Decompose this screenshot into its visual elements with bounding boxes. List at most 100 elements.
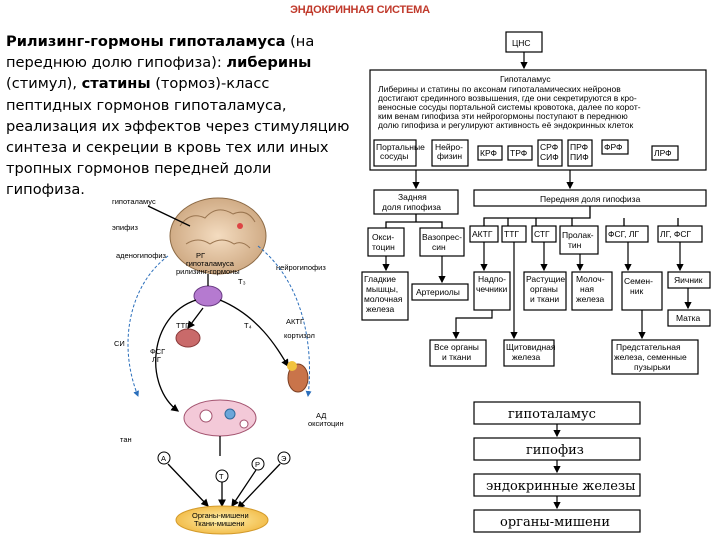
label-neurohypophysis: нейрогипофиз	[276, 263, 326, 272]
label-testes: Семен-ник	[624, 276, 653, 296]
box-oxytocin	[367, 227, 405, 257]
box-fsh-lh	[605, 225, 649, 243]
box-krf	[477, 145, 503, 161]
label-ovary: Яичник	[674, 275, 703, 285]
box-srf	[537, 139, 563, 167]
label-lh-fsh: ЛГ, ФСГ	[660, 229, 691, 239]
box-prostate	[611, 339, 699, 375]
box-portal	[373, 139, 417, 167]
label-hypothalamus: гипоталамус	[112, 197, 156, 206]
hier-label-3: эндокринные железы	[486, 479, 635, 494]
arrow-e	[237, 463, 281, 509]
label-adenohypophysis: аденогипофиз	[116, 251, 167, 260]
box-thyroid	[503, 339, 555, 367]
brain-image	[169, 197, 267, 275]
text-part-6: (тормоз)-класс пептидных гормонов гипота…	[6, 75, 350, 199]
text-part-4: (стимул),	[6, 75, 82, 93]
box-trf	[507, 145, 533, 161]
circle-a	[157, 451, 171, 465]
follicle-1	[199, 409, 213, 423]
box-ovary	[667, 271, 711, 289]
arrow-acth	[219, 299, 289, 368]
circle-a-label: А	[161, 454, 166, 463]
circle-p-label: Р	[255, 460, 260, 469]
label-epiphysis: эпифиз	[112, 223, 138, 232]
feedback-left	[127, 255, 169, 397]
label-cns: ЦНС	[512, 38, 531, 48]
label-fsh-lh: ФСГ, ЛГ	[608, 229, 639, 239]
right-diagram: .a2{stroke:#000;stroke-width:1.2;fill:no…	[361, 31, 711, 533]
circle-t-label: Т	[219, 472, 224, 481]
label-anterior: Передняя доля гипофиза	[540, 194, 641, 204]
box-growing	[523, 271, 567, 311]
label-hypothalamus-r: Гипоталамус	[500, 74, 551, 84]
text-bold-rg: Рилизинг-гормоны гипоталамуса	[6, 33, 286, 50]
thyroid-image	[175, 328, 201, 348]
box-prolactin	[559, 225, 599, 255]
follicle-3	[239, 419, 249, 429]
arrow-fsh-down	[155, 299, 197, 412]
label-krf: КРФ	[480, 148, 497, 158]
box-uterus	[667, 309, 711, 327]
text-part-2: (на переднюю долю гипофиза):	[6, 33, 315, 72]
ovary-image	[183, 399, 257, 437]
text-bold-liberins: либерины	[226, 54, 312, 72]
label-tam: тан	[120, 435, 132, 444]
text-bold-statins: статины	[81, 75, 151, 93]
hier-box-4	[473, 509, 641, 533]
label-prolactin: Пролак-тин	[562, 230, 594, 250]
label-arterioles: Артериолы	[416, 287, 460, 297]
page-title: ЭНДОКРИННАЯ СИСТЕМА	[290, 4, 430, 16]
label-acth-r: АКТГ	[472, 229, 493, 239]
adrenal-image	[287, 363, 309, 393]
epiphysis-dot	[237, 223, 243, 229]
box-vasopressin	[419, 227, 465, 257]
box-adrenals	[473, 271, 511, 311]
box-all-organs	[429, 339, 487, 367]
box-mammary	[571, 271, 613, 311]
label-t4: Т₄	[244, 321, 252, 330]
target-organs	[175, 505, 269, 535]
arrow-adrenals-down	[452, 310, 493, 340]
label-uterus: Матка	[676, 313, 701, 323]
hier-label-4: органы-мишени	[500, 515, 610, 530]
label-oxytocin: Окси-тоцин	[372, 232, 395, 252]
arrow-a	[167, 463, 209, 507]
label-t3: Т₃	[238, 277, 246, 286]
follicle-2	[224, 408, 236, 420]
branch-posterior	[385, 214, 443, 228]
circle-e-label: Э	[281, 454, 287, 463]
hypothalamus-desc: Либерины и статины по аксонам гипоталами…	[378, 84, 643, 130]
label-lrf: ЛРФ	[654, 148, 672, 158]
label-trf: ТРФ	[510, 148, 527, 158]
label-tsh: ТТГ	[176, 321, 189, 330]
label-adrenals: Надпо-чечники	[476, 274, 507, 294]
pituitary-image	[193, 285, 223, 307]
circle-e	[277, 451, 291, 465]
brain-folds	[179, 209, 256, 249]
adrenal-cap	[287, 361, 297, 371]
arrow-p	[231, 469, 257, 508]
label-frf: ФРФ	[604, 142, 623, 152]
leader-hypothalamus	[147, 205, 191, 227]
feedback-right	[257, 245, 312, 397]
box-frf	[601, 139, 629, 155]
description-text: Рилизинг-гормоны гипоталамуса (на передн…	[6, 31, 351, 201]
circle-p	[251, 457, 265, 471]
box-smooth-muscle	[361, 271, 409, 321]
hier-label-1: гипоталамус	[508, 407, 596, 422]
box-prf	[567, 139, 593, 167]
